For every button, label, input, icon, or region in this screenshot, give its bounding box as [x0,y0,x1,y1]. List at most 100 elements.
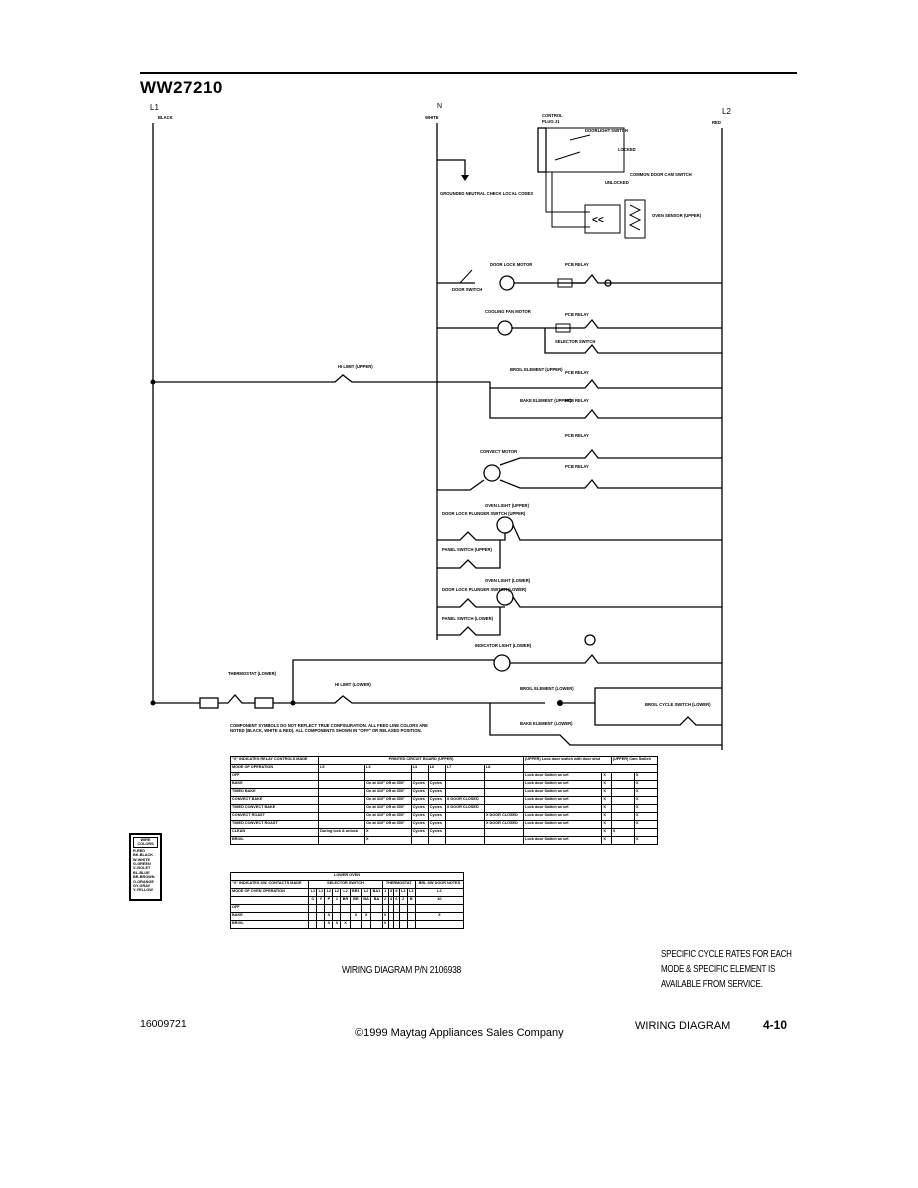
lower-contact-cell: L2 [406,888,416,897]
wire-color-item: BK-BLACK [133,853,154,858]
lower-contact-cell: Y [316,896,326,905]
pcb-cell [610,780,635,789]
control-box [545,127,625,173]
pcb-relay-3-label: PCB RELAY [565,370,589,375]
broil-element-lower-label: BROIL ELEMENT (LOWER) [520,686,574,691]
pcb-cell: X [601,772,612,781]
pcb-cell: BAKE [229,780,320,789]
pcb-cell [444,772,485,781]
lower-contact-cell: L2 [361,888,372,897]
pcb-cell [444,812,485,821]
indicator-light [493,654,511,672]
lower-corner: "X" INDICATES SW. CONTACTS MADE [229,880,310,889]
pcb-cell: Lock door Switch as set [523,796,603,805]
pcb-cell: On at 310° Off at 300° [364,812,412,821]
pcb-relay-table: "X" INDICATES RELAY CONTROLS MADE PRINTE… [229,756,659,845]
oven-sensor-label: OVEN SENSOR (UPPER) [652,213,702,218]
pcb-cell [410,836,429,845]
lower-cell [316,920,326,929]
lower-cell [349,920,363,929]
unlocked-label: UNLOCKED [605,180,629,185]
footer-label: WIRING DIAGRAM [635,1020,731,1032]
pcb-corner: "X" INDICATES RELAY CONTROLS MADE [229,756,320,765]
lower-cell: X [324,912,334,921]
pcb-cell [427,836,446,845]
pcb-table-header-row: "X" INDICATES RELAY CONTROLS MADE PRINTE… [229,756,659,765]
pcb-cell: CONVECT BAKE [229,796,320,805]
pcb-col: L7 [444,764,485,773]
pcb-upper-cam: (UPPER) Cam Switch [610,756,659,765]
pcb-cell [610,788,635,797]
convect-motor [483,464,501,482]
cooling-fan-label: COOLING FAN MOTOR [485,309,531,314]
pcb-cell: Cycles [427,812,446,821]
pcb-cell: CONVECT ROAST [229,812,320,821]
thermostat-terminal-2 [254,697,274,709]
lower-cell [414,904,465,913]
pcb-cell: Cycles [427,780,446,789]
wire-color-item: GY-GRAY [133,884,151,889]
panel-switch-lower-label: PANEL SWITCH (LOWER) [442,616,494,621]
wire-color-item: G-GREEN [133,862,151,867]
lower-cell: BROIL [229,920,310,929]
pcb-cell: On at 310° Off at 300° [364,780,412,789]
l2-color: RED [712,120,721,125]
broil-element-upper-label: BROIL ELEMENT (UPPER) [510,367,563,372]
doorlight-switch-label: DOORLIGHT SWITCH [585,128,628,133]
pcb-cell [444,788,485,797]
pcb-cell: On at 310° Off at 300° [364,804,412,813]
lower-contact-cell: BR [349,896,363,905]
lower-contact-cell: BR [340,896,351,905]
grounded-neutral-label: GROUNDED NEUTRAL CHECK LOCAL CODES [440,191,533,196]
pcb-cell [610,772,635,781]
pcb-cell: X [633,804,659,813]
lower-cell [316,904,326,913]
pcb-cell: X [610,828,635,837]
pcb-cell: On at 310° Off at 300° [364,788,412,797]
door-lock-motor-label: DOOR LOCK MOTOR [490,262,532,267]
lower-cell [340,912,351,921]
lower-cell [349,904,363,913]
wire-color-item: R-RED [133,848,146,853]
pcb-cell: X [601,780,612,789]
thermostat-terminal-1 [199,697,219,709]
pcb-relay-2-label: PCB RELAY [565,312,589,317]
model-number: WW27210 [140,78,223,97]
pcb-cell: X [633,780,659,789]
pcb-cell [610,796,635,805]
lower-contact-cell: BA [361,896,372,905]
door-switch-label: DOOR SWITCH [452,287,482,292]
lower-title-row: LOWER OVEN [230,872,464,881]
pcb-cell: Cycles [410,828,429,837]
pcb-cell [610,820,635,829]
document-number: 16009721 [140,1018,187,1030]
lower-contact-cell: BA1 [370,888,383,897]
pcb-cell: X [633,772,659,781]
part-number: WIRING DIAGRAM P/N 2106938 [342,965,462,976]
pcb-cell: X [601,828,612,837]
pcb-cell [610,836,635,845]
sensor-arrows: << [592,215,604,226]
pcb-cell [444,836,485,845]
selector-switch-label: SELECTOR SWITCH [555,339,595,344]
pcb-cell: Cycles [410,804,429,813]
pcb-cell: X [633,796,659,805]
wire-color-item: BR-BROWN [133,875,155,880]
pcb-cell [483,796,525,805]
pcb-cell [483,836,525,845]
pcb-table-cols-row: MODE OF OPERATION L5 L3 L4 L6 L7 L8 [229,764,658,773]
lower-cell [398,904,408,913]
pcb-relay-5-label: PCB RELAY [565,433,589,438]
lower-contact-cell: 2 [398,896,408,905]
pcb-cell: Cycles [427,788,446,797]
oven-light-upper-label: OVEN LIGHT (UPPER) [485,503,530,508]
pcb-cell: X [601,836,612,845]
pcb-cell: X [601,804,612,813]
control-plug [537,127,547,173]
